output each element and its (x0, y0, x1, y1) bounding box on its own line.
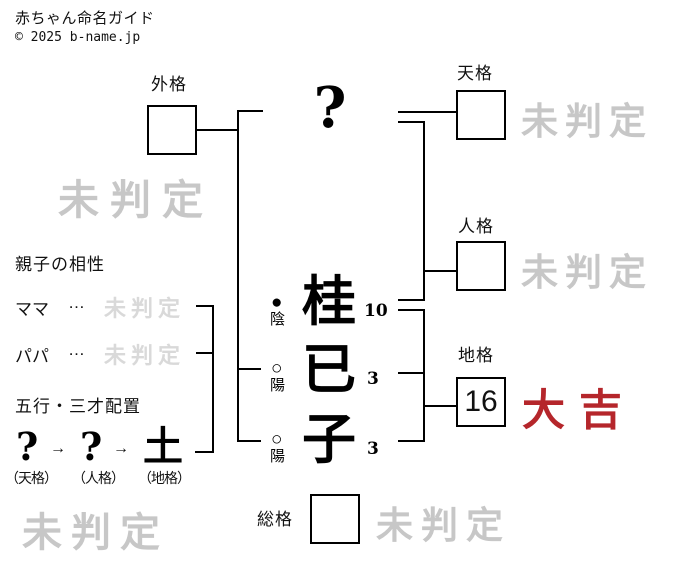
mama-label: ママ (15, 300, 49, 319)
papa-dots: … (68, 340, 85, 359)
stroke-count-3: 3 (367, 439, 379, 459)
gogyo-element-jinkaku: ? (80, 424, 103, 469)
yang-marker-icon: ○ (271, 429, 283, 450)
connector-char1-lower-tick (398, 309, 425, 311)
bracket-chikaku-vertical (423, 309, 425, 442)
chikaku-result-luck: 大吉 (522, 386, 636, 436)
connector-char1-upper-tick (398, 299, 425, 301)
tenkaku-box (456, 90, 506, 140)
gogyo-element-chikaku: 土 (143, 423, 183, 470)
mama-result: 未判定 (104, 296, 186, 322)
chikaku-value: 16 (464, 385, 498, 418)
page-title: 赤ちゃん命名ガイド (15, 10, 155, 27)
connector-surname-tenkaku (398, 111, 456, 113)
chikaku-box: 16 (456, 377, 506, 427)
jinkaku-label: 人格 (458, 217, 494, 236)
connector-jinkaku-box (423, 270, 456, 272)
yang-marker-icon: ○ (271, 358, 283, 379)
connector-gogyo-tick (195, 451, 213, 453)
bracket-left-mid-tick (237, 368, 261, 370)
papa-result: 未判定 (104, 343, 186, 369)
arrow-right-icon: → (113, 440, 129, 457)
arrow-right-icon: → (50, 440, 66, 457)
gogyo-label-jinkaku: （人格） (72, 470, 125, 486)
gaikaku-result-watermark: 未判定 (58, 176, 214, 224)
yin-marker-icon: ● (271, 292, 283, 313)
bracket-compat-vertical (212, 305, 214, 453)
gogyo-label-tenkaku: （天格） (5, 470, 58, 486)
yang-label: 陽 (270, 376, 286, 394)
surname-char: ? (313, 75, 347, 141)
gaikaku-box (147, 105, 197, 155)
bracket-left-top-tick (237, 110, 263, 112)
soukaku-result: 未判定 (376, 503, 511, 547)
soukaku-label: 総格 (257, 510, 293, 529)
compatibility-heading: 親子の相性 (15, 255, 105, 274)
bracket-left-bottom-tick (237, 440, 261, 442)
papa-label: パパ (15, 347, 49, 366)
bracket-left-vertical (237, 110, 239, 442)
connector-papa-tick (196, 352, 213, 354)
connector-char3-tick (398, 440, 425, 442)
gogyo-label-chikaku: （地格） (138, 470, 191, 486)
connector-chikaku-box (423, 405, 456, 407)
bracket-jinkaku-vertical (423, 121, 425, 301)
gogyo-heading: 五行・三才配置 (15, 397, 141, 416)
connector-surname-jinkaku-tick (398, 121, 425, 123)
name-char-3: 子 (302, 407, 356, 471)
name-char-1: 桂 (302, 269, 356, 333)
stroke-count-1: 10 (364, 301, 388, 321)
connector-mama-tick (196, 305, 213, 307)
bottom-left-watermark: 未判定 (22, 509, 169, 556)
jinkaku-box (456, 241, 506, 291)
stroke-count-2: 3 (367, 369, 379, 389)
chikaku-label: 地格 (458, 346, 494, 365)
tenkaku-result: 未判定 (521, 99, 653, 143)
copyright-text: © 2025 b-name.jp (15, 30, 141, 45)
yang-label: 陽 (270, 447, 286, 465)
gaikaku-label: 外格 (151, 75, 187, 94)
jinkaku-result: 未判定 (521, 250, 653, 294)
yin-label: 陰 (270, 310, 286, 328)
gogyo-element-tenkaku: ? (16, 424, 39, 469)
mama-dots: … (68, 293, 85, 312)
name-char-2: 已 (302, 337, 356, 401)
soukaku-box (310, 494, 360, 544)
connector-char2-tick (398, 372, 425, 374)
connector-gaikaku-box (197, 129, 238, 131)
tenkaku-label: 天格 (457, 64, 493, 83)
